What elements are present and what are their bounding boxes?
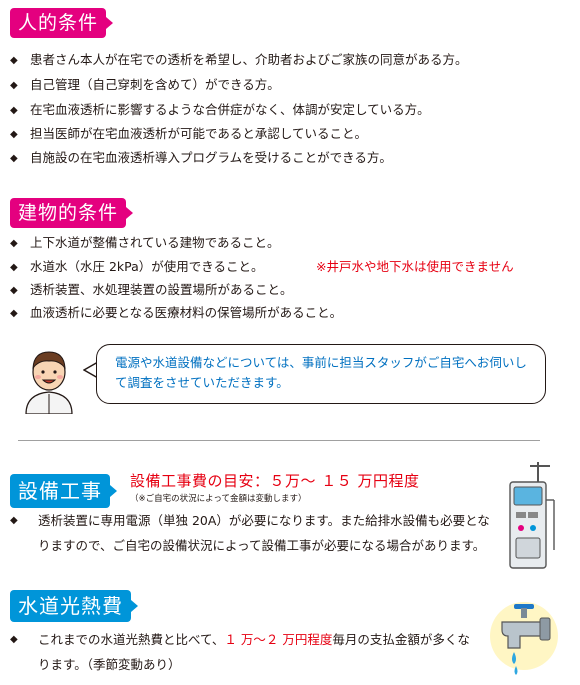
bubble-text: 電源や水道設備などについては、事前に担当スタッフがご自宅へお伺いして調査をさせて… (115, 355, 527, 390)
water-faucet-icon (490, 602, 558, 675)
list-item: ◆水道水（水圧 2kPa）が使用できること。 (10, 259, 264, 274)
bullet-diamond-icon: ◆ (10, 129, 18, 140)
list-item: ◆在宅血液透析に影響するような合併症がなく、体調が安定している方。 (10, 102, 430, 117)
list-item: ◆自施設の在宅血液透析導入プログラムを受けることができる方。 (10, 150, 392, 165)
section-title-equipment: 設備工事 (10, 474, 117, 508)
bullet-diamond-icon: ◆ (10, 153, 18, 164)
equipment-description: ◆ 透析装置に専用電源（単独 20A）が必要になります。また給排水設備も必要とな… (10, 508, 490, 558)
utility-cost-highlight: １ 万～２ 万円程度 (224, 632, 333, 647)
section-title-personal: 人的条件 (10, 8, 114, 38)
well-water-note: ※井戸水や地下水は使用できません (316, 259, 514, 274)
doctor-illustration-icon (25, 351, 73, 414)
bullet-diamond-icon: ◆ (10, 634, 18, 645)
list-item: ◆血液透析に必要となる医療材料の保管場所があること。 (10, 305, 343, 320)
bullet-diamond-icon: ◆ (10, 515, 18, 526)
list-item: ◆上下水道が整備されている建物であること。 (10, 235, 280, 250)
utility-description: ◆ これまでの水道光熱費と比べて、１ 万～２ 万円程度毎月の支払金額が多くなりま… (10, 627, 480, 677)
list-item: ◆透析装置、水処理装置の設置場所があること。 (10, 282, 293, 297)
bullet-diamond-icon: ◆ (10, 238, 18, 249)
equipment-cost-heading: 設備工事費の目安：５万～ １５ 万円程度 (130, 472, 420, 490)
bullet-diamond-icon: ◆ (10, 262, 18, 273)
speech-bubble: 電源や水道設備などについては、事前に担当スタッフがご自宅へお伺いして調査をさせて… (96, 344, 546, 404)
section-title-building: 建物的条件 (10, 198, 134, 228)
section-title-utility: 水道光熱費 (10, 590, 138, 622)
bullet-diamond-icon: ◆ (10, 55, 18, 66)
list-item: ◆患者さん本人が在宅での透析を希望し、介助者およびご家族の同意がある方。 (10, 52, 468, 67)
list-item: ◆自己管理（自己穿刺を含めて）ができる方。 (10, 77, 280, 92)
equipment-cost-note: （※ご自宅の状況によって金額は変動します） (130, 494, 307, 504)
bullet-diamond-icon: ◆ (10, 105, 18, 116)
bullet-diamond-icon: ◆ (10, 80, 18, 91)
list-item: ◆担当医師が在宅血液透析が可能であると承認していること。 (10, 126, 368, 141)
bullet-diamond-icon: ◆ (10, 308, 18, 319)
bullet-diamond-icon: ◆ (10, 285, 18, 296)
divider (18, 440, 540, 441)
dialysis-machine-icon (509, 462, 555, 569)
